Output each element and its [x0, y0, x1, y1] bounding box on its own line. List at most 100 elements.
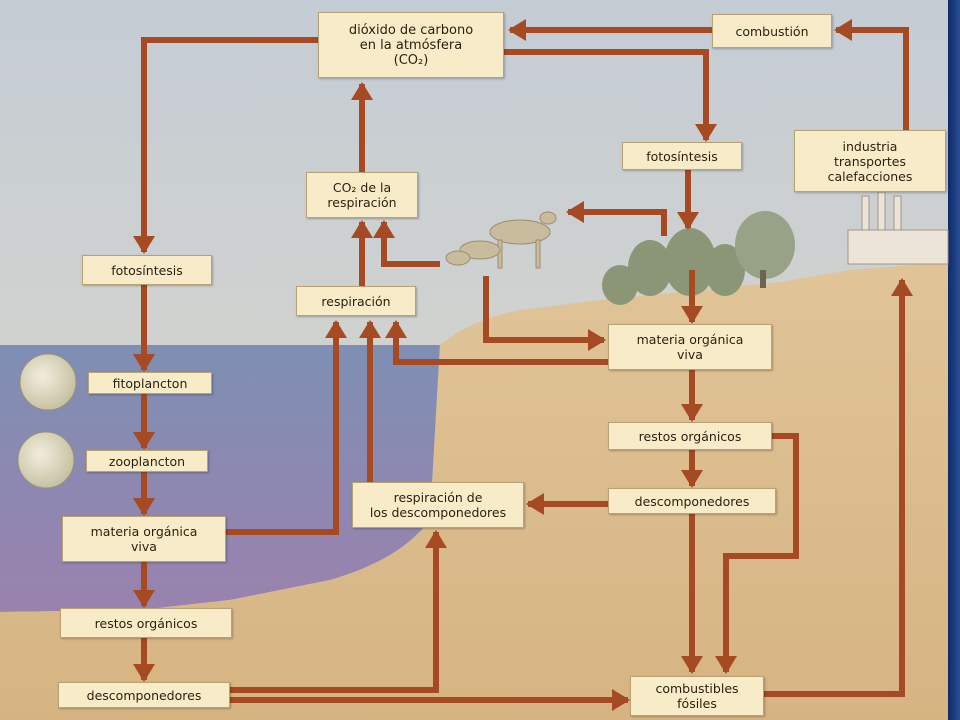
arrow-decomposers-sea-to-decresp — [230, 530, 447, 693]
arrow-decomposers-land-to-decresp-head — [526, 493, 544, 515]
decomposer-respiration-line1: respiración de — [393, 490, 483, 505]
arrow-trees-to-animals-head — [566, 201, 584, 223]
co2-atmosphere-line3: (CO₂) — [393, 52, 429, 68]
arrow-industry-to-combustion-head — [834, 19, 852, 41]
respiration-label: respiración — [321, 293, 391, 309]
industry-line3: calefacciones — [827, 168, 913, 184]
phytoplankton-box: fitoplancton — [88, 372, 212, 394]
organic-matter-sea-box: materia orgánica viva — [62, 516, 226, 562]
co2-respiration-box: CO₂ de la respiración — [306, 172, 418, 218]
arrow-co2resp-to-atmosphere — [351, 82, 373, 172]
fossil-fuels-box: combustibles fósiles — [630, 676, 764, 716]
arrow-remains-land-to-decomposers — [681, 450, 703, 488]
decomposers-sea-label: descomponedores — [86, 687, 202, 703]
arrow-industry-to-combustion — [834, 19, 909, 130]
organic-remains-land-label: restos orgánicos — [638, 428, 742, 444]
factory-illustration — [847, 191, 949, 265]
photosynthesis-land-box: fotosíntesis — [622, 142, 742, 170]
arrow-organic-sea-to-respiration — [226, 320, 347, 535]
co2-respiration-line2: respiración — [327, 195, 397, 210]
zooplankton-label: zooplancton — [108, 453, 186, 469]
right-frame-bar — [948, 0, 960, 720]
arrow-animals-to-organic-land-head — [588, 329, 606, 351]
organic-matter-sea-line1: materia orgánica — [90, 524, 198, 539]
arrow-decresp-to-respiration-head — [359, 320, 381, 338]
decomposers-land-label: descomponedores — [634, 493, 750, 509]
fossil-fuels-line2: fósiles — [677, 696, 717, 711]
arrow-remains-land-to-decomposers-head — [681, 470, 703, 488]
arrow-respiration-to-co2resp — [351, 220, 373, 286]
phytoplankton-illustration — [19, 353, 77, 411]
arrow-remains-land-to-fossil-head — [715, 656, 737, 674]
arrow-atmosphere-to-photosynthesis-sea — [133, 37, 318, 254]
arrow-combustion-to-atmosphere-head — [508, 19, 526, 41]
arrow-trees-to-organic-land — [681, 270, 703, 324]
organic-remains-sea-box: restos orgánicos — [60, 608, 232, 638]
arrow-decresp-to-respiration — [359, 320, 381, 482]
arrow-decomposers-sea-to-decresp-head — [425, 530, 447, 548]
arrow-fossil-to-industry — [764, 278, 913, 697]
herbivores-illustration — [445, 211, 557, 269]
arrow-photosynthesis-sea-to-phyto-head — [133, 354, 155, 372]
trees-illustration — [602, 211, 795, 305]
arrow-organic-land-to-remains — [681, 370, 703, 422]
organic-remains-sea-label: restos orgánicos — [94, 615, 198, 631]
arrow-organic-land-to-respiration-head — [385, 320, 407, 338]
decomposers-land-box: descomponedores — [608, 488, 776, 514]
respiration-box: respiración — [296, 286, 416, 316]
arrow-animals-to-co2resp-head — [373, 220, 395, 238]
organic-matter-sea-line2: viva — [131, 539, 157, 554]
arrow-remains-sea-to-decomposers-head — [133, 664, 155, 682]
organic-matter-land-line2: viva — [677, 347, 703, 362]
arrow-respiration-to-co2resp-head — [351, 220, 373, 238]
photosynthesis-land-label: fotosíntesis — [646, 148, 718, 164]
arrow-zoo-to-organic-sea — [133, 472, 155, 516]
arrow-atmosphere-to-photosynthesis-land-head — [695, 124, 717, 142]
arrow-decomposers-land-to-fossil-head — [681, 656, 703, 674]
organic-remains-land-box: restos orgánicos — [608, 422, 772, 450]
arrow-phyto-to-zoo-head — [133, 432, 155, 450]
zooplankton-illustration — [17, 431, 75, 489]
arrow-organic-land-to-respiration — [385, 320, 608, 365]
co2-atmosphere-line2: en la atmósfera — [359, 37, 463, 53]
organic-matter-land-line1: materia orgánica — [636, 332, 744, 347]
industry-line2: transportes — [834, 153, 906, 169]
decomposers-sea-box: descomponedores — [58, 682, 230, 708]
co2-respiration-line1: CO₂ de la — [332, 180, 392, 195]
zooplankton-box: zooplancton — [86, 450, 208, 472]
arrow-atmosphere-to-photosynthesis-land — [504, 49, 717, 142]
arrow-photosynthesis-land-to-trees-head — [677, 212, 699, 230]
arrow-organic-sea-to-remains-head — [133, 590, 155, 608]
arrow-co2resp-to-atmosphere-head — [351, 82, 373, 100]
arrow-animals-to-co2resp — [373, 220, 440, 267]
decomposer-respiration-box: respiración de los descomponedores — [352, 482, 524, 528]
arrow-trees-to-organic-land-head — [681, 306, 703, 324]
arrow-remains-land-to-fossil — [715, 433, 799, 674]
combustion-box: combustión — [712, 14, 832, 48]
arrow-organic-sea-to-respiration-head — [325, 320, 347, 338]
organic-matter-land-box: materia orgánica viva — [608, 324, 772, 370]
photosynthesis-sea-box: fotosíntesis — [82, 255, 212, 285]
co2-atmosphere-line1: dióxido de carbono — [348, 22, 474, 38]
arrow-atmosphere-to-photosynthesis-sea-head — [133, 236, 155, 254]
arrow-remains-sea-to-decomposers — [133, 638, 155, 682]
arrow-zoo-to-organic-sea-head — [133, 498, 155, 516]
photosynthesis-sea-label: fotosíntesis — [111, 262, 183, 278]
arrow-decomposers-sea-to-fossil — [230, 689, 630, 711]
arrow-fossil-to-industry-head — [891, 278, 913, 296]
combustion-label: combustión — [735, 23, 809, 39]
fossil-fuels-line1: combustibles — [655, 681, 739, 696]
arrow-phyto-to-zoo — [133, 394, 155, 450]
arrow-photosynthesis-sea-to-phyto — [133, 285, 155, 372]
industry-box: industria transportes calefacciones — [794, 130, 946, 192]
arrow-decomposers-land-to-fossil — [681, 514, 703, 674]
co2-atmosphere-box: dióxido de carbono en la atmósfera (CO₂) — [318, 12, 504, 78]
arrow-trees-to-animals — [566, 201, 667, 236]
decomposer-respiration-line2: los descomponedores — [369, 505, 507, 520]
arrow-combustion-to-atmosphere — [508, 19, 712, 41]
arrow-organic-sea-to-remains — [133, 562, 155, 608]
arrow-photosynthesis-land-to-trees — [677, 170, 699, 230]
industry-line1: industria — [842, 138, 898, 154]
